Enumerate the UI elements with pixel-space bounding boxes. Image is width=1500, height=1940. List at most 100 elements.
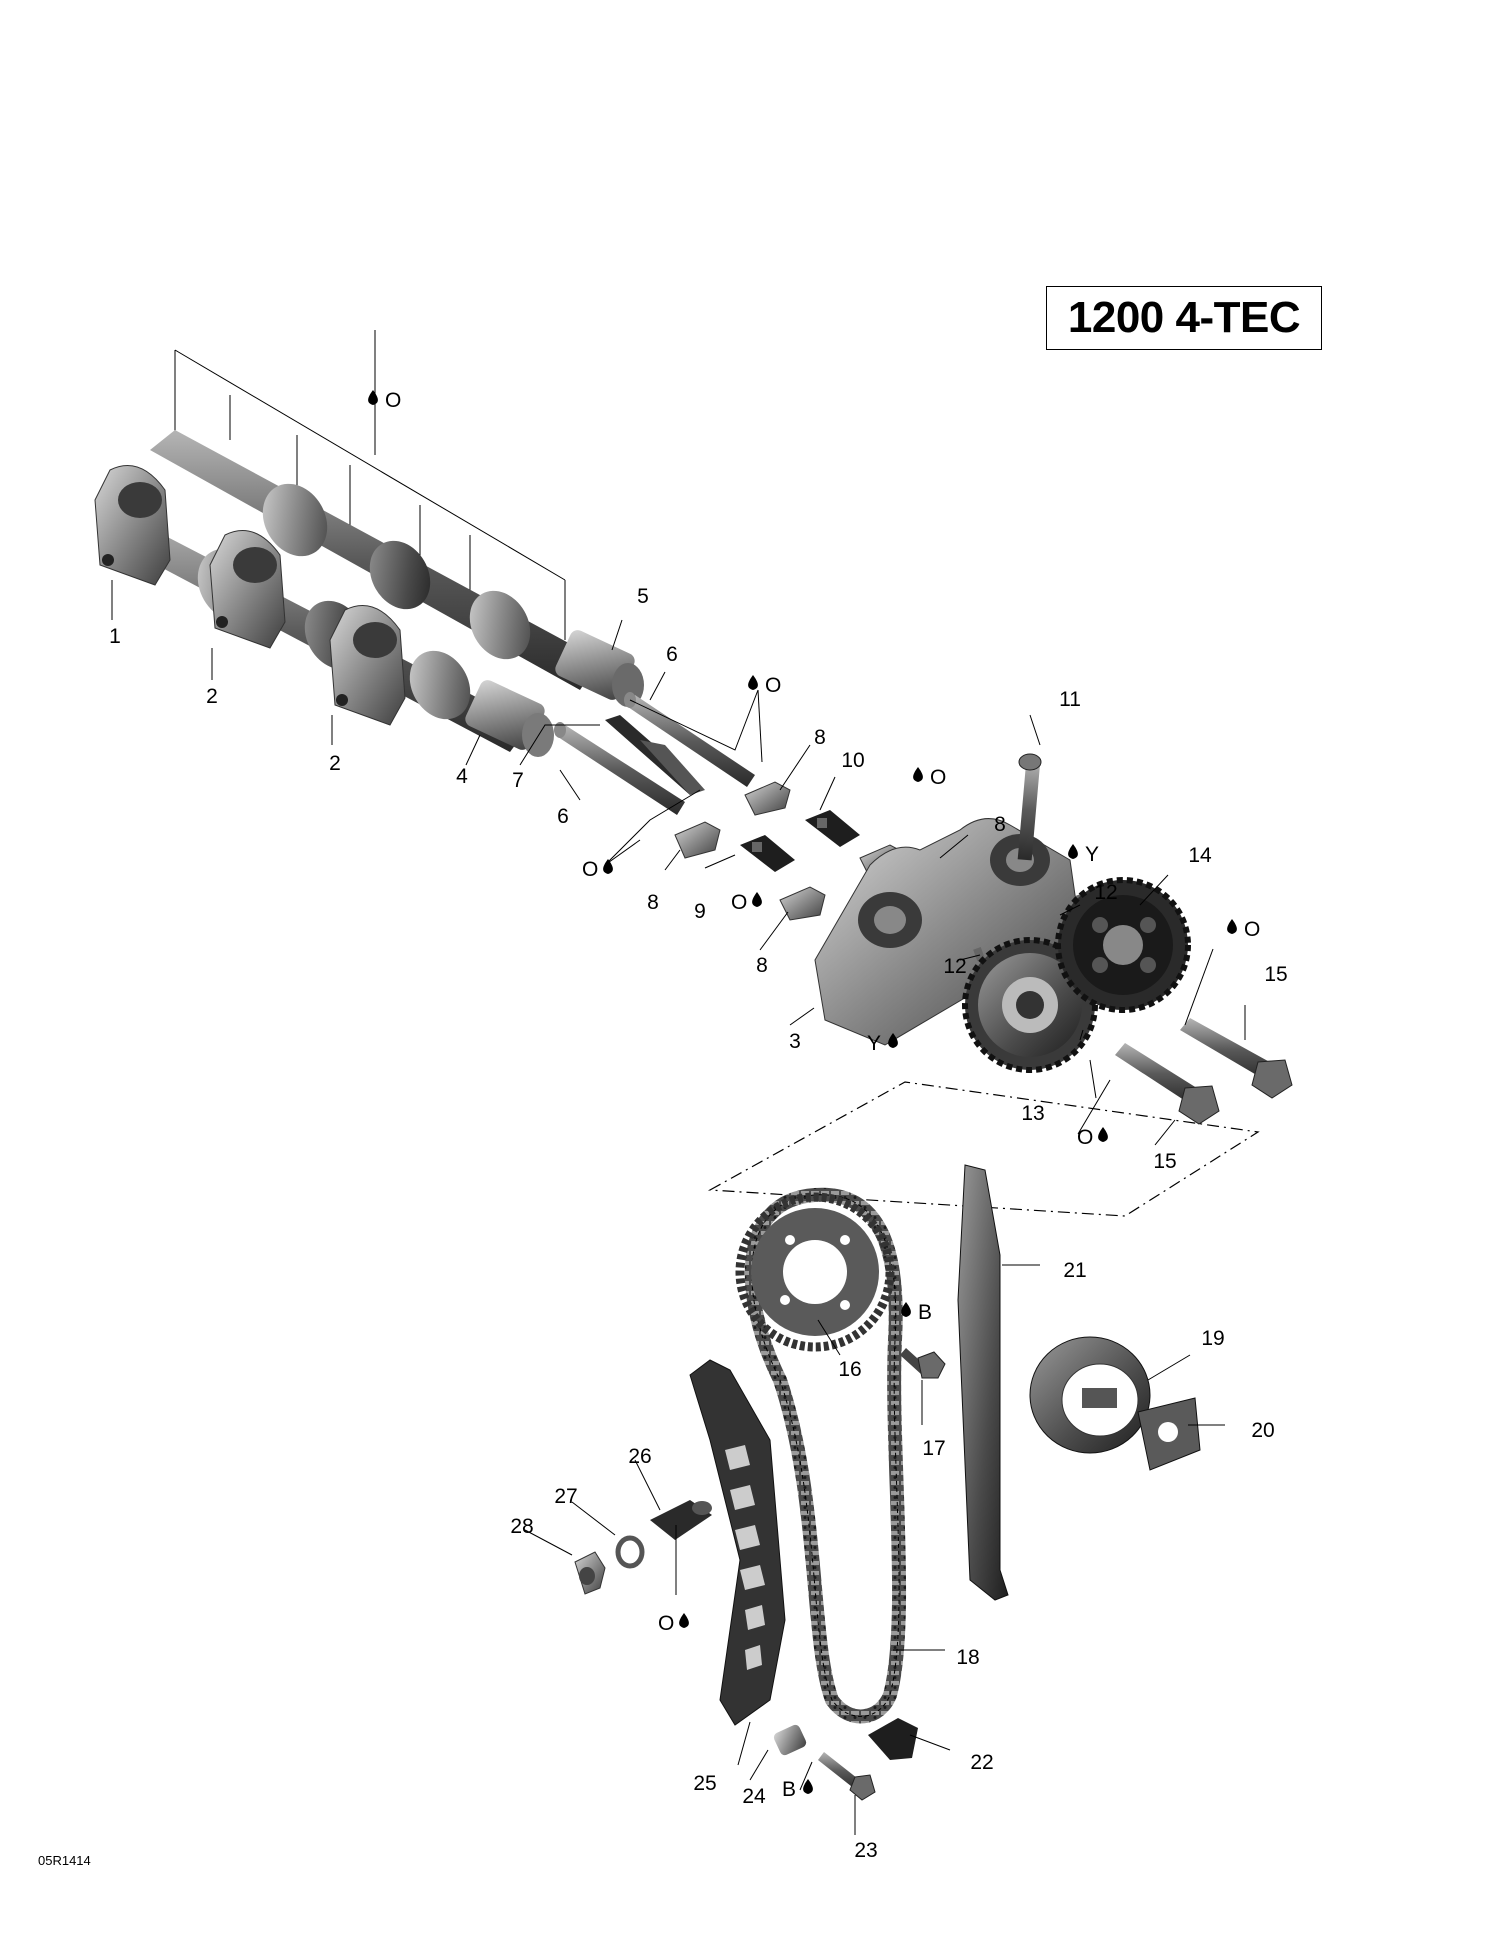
lubricant-symbol-l10: B [901, 1301, 932, 1324]
callout-label-c21: 21 [1063, 1259, 1086, 1282]
plug-28 [574, 1551, 606, 1595]
callout-label-c11: 11 [1059, 688, 1081, 711]
gear-bolt-15a [1180, 1018, 1293, 1099]
callout-label-c4: 4 [456, 765, 468, 788]
o-ring-27 [615, 1535, 645, 1569]
callout-label-c23: 23 [854, 1839, 877, 1862]
callout-label-c15a: 15 [1264, 963, 1287, 986]
callout-label-c17: 17 [922, 1437, 945, 1460]
camshaft-exhaust [150, 430, 644, 707]
callout-label-c25: 25 [693, 1772, 716, 1795]
callout-label-c3: 3 [789, 1030, 801, 1053]
oil-drop-icon [803, 1779, 813, 1794]
oil-drop-icon [748, 675, 758, 690]
lubricant-symbol-l11: O [658, 1612, 689, 1635]
callout-label-c7: 7 [512, 769, 524, 792]
tensioner-10 [805, 810, 860, 847]
rocker-shaft-lower [554, 722, 685, 815]
bolt-23 [818, 1752, 876, 1801]
oil-drop-icon [1098, 1127, 1108, 1142]
oil-drop-icon [901, 1302, 911, 1317]
camshaft-bearing-cap-1 [94, 465, 171, 586]
tensioner-guide-25 [689, 1359, 786, 1726]
tensioner-9 [740, 835, 795, 872]
oil-drop-icon [888, 1033, 898, 1048]
lubricant-symbol-l9: O [1077, 1126, 1108, 1149]
lubricant-symbol-l5: O [731, 891, 762, 914]
callout-label-c5: 5 [637, 585, 649, 608]
model-title-box: 1200 4-TEC [1046, 286, 1322, 350]
callout-label-c1: 1 [109, 625, 121, 648]
callout-label-c14: 14 [1188, 844, 1212, 867]
lubricant-letter: O [1077, 1126, 1093, 1149]
lubricant-symbol-l2: O [748, 674, 781, 697]
callout-label-c8c: 8 [994, 813, 1006, 836]
lubricant-letter: O [930, 766, 946, 789]
callout-label-c26: 26 [628, 1445, 651, 1468]
lubricant-letter: Y [867, 1032, 881, 1055]
callout-label-c6a: 6 [666, 643, 678, 666]
callout-label-c27: 27 [554, 1485, 577, 1508]
callout-label-c22: 22 [970, 1751, 993, 1774]
gear-bolt-15b [1115, 1043, 1220, 1125]
model-title: 1200 4-TEC [1067, 293, 1301, 342]
spacer-24 [773, 1724, 807, 1756]
rocker-arm-8d [779, 886, 826, 921]
lubricant-letter: O [1244, 918, 1260, 941]
oil-drop-icon [1068, 844, 1078, 859]
camshaft-sprocket-16 [735, 1192, 895, 1352]
lubricant-letter: Y [1085, 843, 1099, 866]
leader-lines [111, 330, 1246, 1835]
oil-drop-icon [1227, 919, 1237, 934]
lubricant-letter: O [385, 389, 401, 412]
lubricant-symbol-l7: Y [867, 1032, 898, 1055]
lubricant-symbol-l4: O [913, 766, 946, 789]
oil-drop-icon [603, 859, 613, 874]
tensioner-plunger-26 [650, 1500, 712, 1540]
guide-pivot-22 [868, 1718, 918, 1760]
lubricant-symbol-l12: B [782, 1778, 813, 1801]
camshaft-bearing-cap-2a [209, 530, 286, 649]
chain-tensioner-19 [1029, 1336, 1151, 1454]
lubricant-symbol-l3: O [582, 858, 613, 881]
callout-label-c16: 16 [838, 1358, 861, 1381]
chain-guide-rail-7 [605, 715, 705, 795]
oil-drop-icon [913, 767, 923, 782]
lubricant-letter: O [658, 1612, 674, 1635]
timing-chain-18 [744, 1187, 907, 1724]
callout-label-c18: 18 [956, 1646, 979, 1669]
camshaft-bearing-cap-2b [329, 605, 406, 726]
chain-guide-21 [957, 1164, 1009, 1601]
lubricant-symbol-l8: O [1227, 918, 1260, 941]
rocker-arm-8b [674, 821, 721, 859]
lubricant-letter: B [782, 1778, 796, 1801]
callout-label-c10: 10 [841, 749, 864, 772]
callout-label-c2a: 2 [206, 685, 218, 708]
callout-label-c20: 20 [1251, 1419, 1274, 1442]
callout-label-c6b: 6 [557, 805, 569, 828]
callout-label-c8a: 8 [814, 726, 826, 749]
callout-label-c2b: 2 [329, 752, 341, 775]
lubricant-letter: B [918, 1301, 932, 1324]
callout-label-c28: 28 [510, 1515, 533, 1538]
callout-label-c12a: 12 [1094, 881, 1117, 904]
callout-label-c24: 24 [742, 1785, 766, 1808]
lubricant-letter: O [731, 891, 747, 914]
camshaft-support-3 [814, 818, 1081, 1046]
callout-label-c9: 9 [694, 900, 706, 923]
lubricant-symbol-l1: O [368, 389, 401, 412]
oil-drop-icon [368, 390, 378, 405]
callout-label-c19: 19 [1201, 1327, 1224, 1350]
lubricant-symbol-l6: Y [1068, 843, 1099, 866]
camshaft-gear-14 [1055, 877, 1191, 1013]
lubricant-letter: O [582, 858, 598, 881]
rocker-arm-8a [744, 781, 791, 816]
oil-drop-icon [752, 892, 762, 907]
oil-drop-icon [679, 1613, 689, 1628]
callout-label-c15b: 15 [1153, 1150, 1176, 1173]
bolt-17 [900, 1348, 946, 1379]
reference-code: 05R1414 [38, 1853, 91, 1868]
callout-label-c12b: 12 [943, 955, 966, 978]
gasket-20 [1137, 1397, 1201, 1471]
callout-label-c8d: 8 [756, 954, 768, 977]
